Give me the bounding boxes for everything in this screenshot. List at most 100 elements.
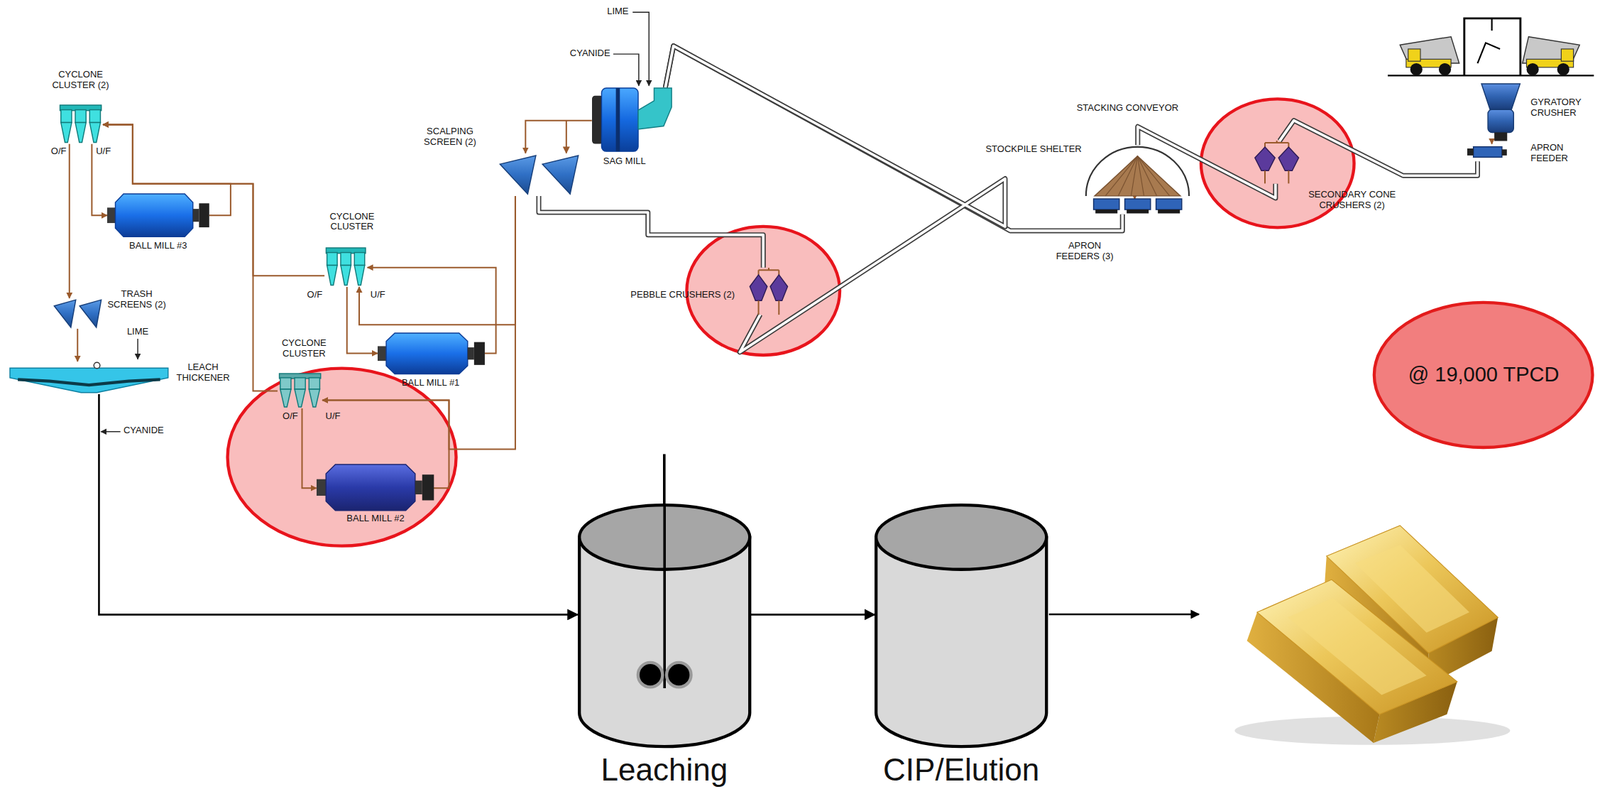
- apron-feeders-icon: [1095, 209, 1118, 213]
- gyratory-crusher-icon: [1494, 132, 1508, 141]
- capacity-callout-icon: [1374, 302, 1593, 448]
- cyclone-cluster-icon: [280, 388, 292, 407]
- ball-mill-icon: [107, 193, 210, 237]
- sag-mill-icon: [601, 88, 639, 152]
- equipment-label: SAG MILL: [603, 156, 646, 167]
- equipment-label: TRASH SCREENS (2): [105, 288, 169, 311]
- ball-mill-icon: [386, 332, 468, 375]
- equipment-label: PEBBLE CRUSHERS (2): [630, 289, 735, 301]
- cone-crusher-icon: [1287, 171, 1290, 184]
- apron-feeder-icon: [1473, 146, 1503, 157]
- slurry-pipe: [302, 408, 317, 488]
- slurry-pipe: [68, 144, 71, 299]
- apron-feeder-icon: [1467, 148, 1474, 156]
- cyclone-cluster: CYCLONE CLUSTER: [324, 247, 367, 287]
- cyclone-cluster-icon: [324, 247, 367, 287]
- ball-mill-icon: [414, 480, 422, 495]
- leach-tank: Leaching: [577, 503, 752, 747]
- ball-mill-icon: [198, 203, 209, 228]
- equipment-label: BALL MILL #1: [401, 377, 460, 389]
- haul-trucks: [1526, 63, 1539, 76]
- equipment-label: LEACH THICKENER: [171, 362, 235, 384]
- leach-tank-icon: [577, 503, 752, 747]
- cyclone-cluster-icon: [294, 388, 306, 407]
- flow-arrow: [751, 613, 875, 616]
- stream-label: CYANIDE: [123, 425, 164, 436]
- trash-screen-icon: [53, 299, 76, 328]
- leach-thickener-icon: [9, 367, 169, 393]
- equipment-label: GYRATORY CRUSHER: [1530, 97, 1594, 119]
- scalping-screen-icon: [499, 155, 536, 194]
- cyclone-cluster-icon: [294, 377, 306, 389]
- cyclone-cluster-icon: [340, 265, 351, 286]
- cyclone-cluster-icon: [277, 373, 323, 409]
- cyclone-cluster-icon: [354, 252, 365, 266]
- haul-trucks: [1491, 18, 1493, 31]
- stockpile-shelter-icon: [1094, 156, 1181, 196]
- equipment-label: @ 19,000 TPCD: [1408, 362, 1560, 387]
- equipment-label: Leaching: [601, 751, 729, 788]
- haul-trucks: [1410, 63, 1423, 76]
- conveyor-belt: [665, 46, 1006, 353]
- equipment-label: CYCLONE CLUSTER: [272, 337, 336, 360]
- agitator-shaft: [663, 453, 665, 505]
- apron-feeders-icon: [1126, 209, 1149, 213]
- stockpile-shelter-icon: [1086, 146, 1189, 196]
- pebble-crusher-icon: [749, 274, 767, 301]
- haul-trucks: [1557, 63, 1570, 76]
- sag-mill-icon: [592, 88, 672, 152]
- equipment-label: CIP/Elution: [883, 751, 1040, 788]
- cip-tank-icon: [875, 504, 1047, 570]
- conveyor-belt: [665, 46, 1123, 231]
- apron-feeders-icon: [1156, 198, 1182, 210]
- conveyor-belt: [665, 46, 1006, 353]
- equipment-label: APRON FEEDERS (3): [1047, 240, 1123, 262]
- leach-tank-icon: [666, 662, 692, 688]
- stream-label: LIME: [606, 6, 629, 18]
- capacity-callout: @ 19,000 TPCD: [1372, 300, 1595, 450]
- gold-bars: [1355, 544, 1470, 633]
- apron-feeders-icon: [1125, 198, 1151, 210]
- cone-crusher: SECONDARY CONE CRUSHERS (2): [1247, 140, 1307, 184]
- stream-label: O/F: [307, 289, 323, 301]
- haul-trucks: [1560, 48, 1574, 62]
- stockpile-shelter: STOCKPILE SHELTER: [1083, 144, 1192, 196]
- scalping-screen-icon: [542, 155, 579, 194]
- pebble-crusher: PEBBLE CRUSHERS (2): [743, 267, 795, 315]
- slurry-pipe: [76, 328, 79, 362]
- stream-label: U/F: [95, 146, 111, 157]
- ball-mill: BALL MILL #3: [107, 193, 210, 237]
- apron-feeders-icon: [1093, 198, 1120, 210]
- conveyor-belt: [1279, 120, 1478, 177]
- haul-trucks: [1408, 48, 1421, 62]
- scalping-screen: SCALPING SCREEN (2): [498, 153, 580, 196]
- conveyor-belt: [665, 46, 1123, 231]
- leach-thickener-icon: [94, 362, 101, 369]
- stream-label: LIME: [127, 326, 149, 338]
- apron-feeder-icon: [1467, 144, 1509, 162]
- reagent-line: [632, 12, 649, 86]
- cone-crusher-icon: [1278, 146, 1299, 171]
- apron-feeders: APRON FEEDERS (3): [1091, 198, 1184, 215]
- trash-screen-icon: [79, 299, 101, 328]
- stockpile-shelter-icon: [1118, 156, 1138, 196]
- cyclone-cluster-icon: [75, 110, 86, 123]
- ball-mill-icon: [316, 464, 434, 511]
- cyclone-cluster-icon: [89, 110, 101, 123]
- cyclone-cluster-icon: [354, 265, 365, 286]
- leach-thickener-icon: [18, 379, 162, 385]
- stockpile-shelter-icon: [1137, 156, 1170, 196]
- haul-trucks: [1438, 63, 1451, 76]
- cone-crusher-icon: [1264, 171, 1266, 184]
- sag-mill-icon: [615, 88, 620, 152]
- reagent-line: [100, 12, 649, 432]
- haul-trucks: [1477, 42, 1501, 64]
- conveyor-belt: [665, 46, 1006, 353]
- ball-mill-icon: [193, 208, 200, 222]
- cip-tank-icon: [874, 503, 1048, 747]
- scalping-screen-icon: [498, 153, 580, 196]
- agitator-shaft: [662, 453, 666, 505]
- conveyor-belt: [1279, 120, 1478, 177]
